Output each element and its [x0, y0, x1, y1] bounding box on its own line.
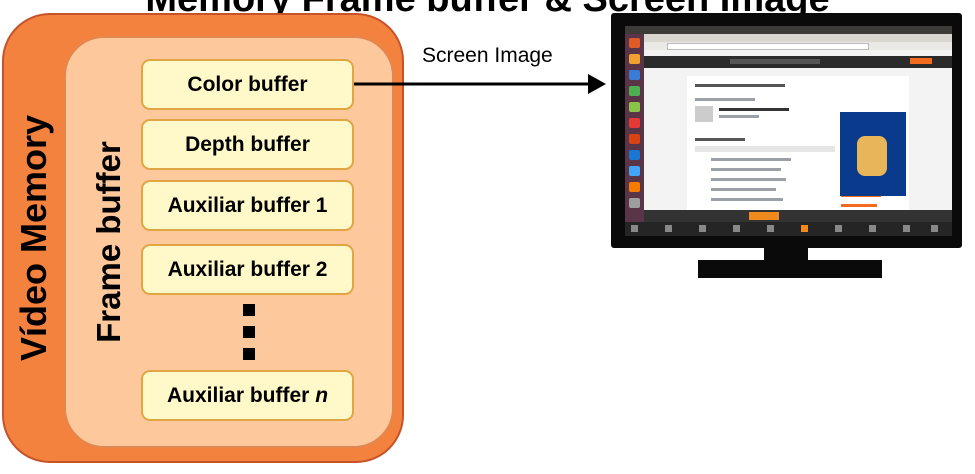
screen-text-line	[695, 138, 745, 141]
ellipsis-dot	[243, 348, 255, 360]
screen-queue-thumb	[869, 225, 876, 232]
screen-player-bar	[644, 210, 952, 222]
screen-side-link	[841, 204, 877, 207]
color-buffer-box: Color buffer	[141, 59, 354, 110]
screen-song-row	[711, 158, 791, 161]
launcher-icon	[629, 134, 640, 144]
launcher-icon	[629, 86, 640, 96]
screen-advert-figure	[857, 136, 887, 176]
screen-browser-tabs	[644, 34, 952, 42]
auxiliar-buffer-n-italic: n	[315, 383, 329, 407]
screen-queue-thumb	[931, 225, 938, 232]
screen-queue-thumb	[767, 225, 774, 232]
screen-queue-thumb	[699, 225, 706, 232]
screen-song-row	[711, 188, 776, 191]
screen-site-search	[730, 59, 820, 64]
auxiliar-buffer-n-prefix: Auxiliar buffer	[166, 383, 316, 407]
launcher-icon	[629, 150, 640, 160]
monitor-stand-neck	[764, 248, 808, 262]
screen-artist-thumb	[695, 106, 713, 122]
monitor-stand-base	[698, 260, 882, 278]
depth-buffer-box: Depth buffer	[141, 119, 354, 170]
screen-text-line	[719, 115, 759, 118]
launcher-icon	[629, 166, 640, 176]
auxiliar-buffer-2-box: Auxiliar buffer 2	[141, 244, 354, 295]
launcher-icon	[629, 182, 640, 192]
launcher-icon	[629, 70, 640, 80]
auxiliar-buffer-1-box: Auxiliar buffer 1	[141, 180, 354, 231]
screen-signup-button	[910, 58, 932, 64]
launcher-icon	[629, 102, 640, 112]
launcher-icon	[629, 118, 640, 128]
screen-launcher	[625, 34, 644, 222]
screen-address-field	[667, 43, 869, 50]
arrow-head	[588, 74, 606, 94]
auxiliar-buffer-n-box: Auxiliar buffer n	[141, 370, 354, 421]
screen-image-label: Screen Image	[422, 44, 553, 67]
screen-top-bar	[625, 26, 952, 34]
ellipsis-dot	[243, 304, 255, 316]
screen-text-line	[695, 98, 755, 101]
ellipsis-dot	[243, 326, 255, 338]
screen-queue-thumb	[903, 225, 910, 232]
screen-player-now-playing	[749, 212, 779, 220]
screen-queue-thumb	[801, 225, 808, 232]
screen-queue-thumb	[835, 225, 842, 232]
screen-queue-thumb	[665, 225, 672, 232]
launcher-icon	[629, 54, 640, 64]
screen-queue-thumb	[631, 225, 638, 232]
screen-song-row	[711, 198, 783, 201]
launcher-icon	[629, 198, 640, 208]
screen-toolbar	[695, 146, 835, 152]
screen-song-row	[711, 178, 786, 181]
screen-queue-thumb	[733, 225, 740, 232]
launcher-icon	[629, 38, 640, 48]
monitor-screen	[625, 26, 952, 236]
screen-text-line	[719, 108, 789, 111]
screen-text-line	[695, 84, 785, 87]
screen-song-row	[711, 168, 781, 171]
